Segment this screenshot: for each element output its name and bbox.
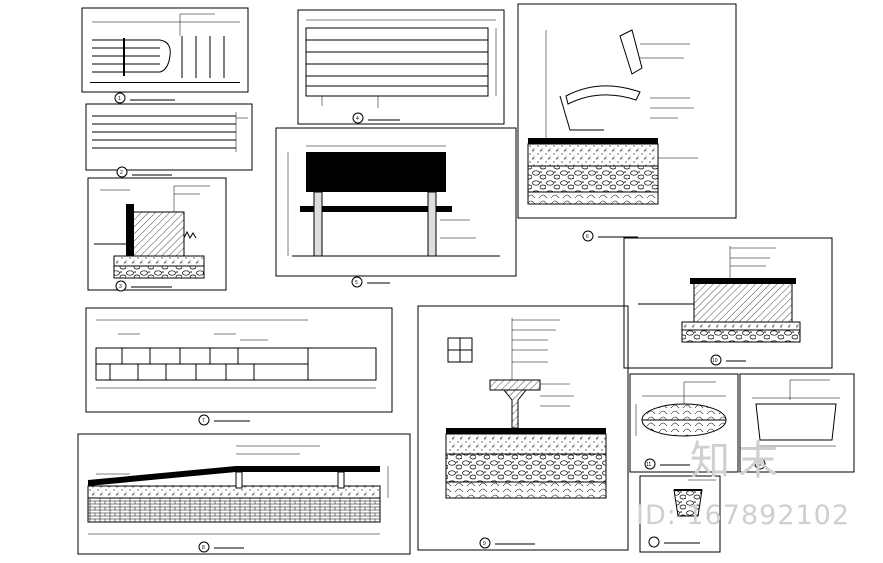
caption-number: 11 xyxy=(646,462,651,468)
panel-12-detail: 12 xyxy=(739,373,855,473)
caption-number: 3 xyxy=(119,284,122,290)
watermark-brand: 知末 xyxy=(690,438,786,484)
panel-6-section: 6 xyxy=(517,3,737,242)
caption-number: 5 xyxy=(355,280,358,286)
panel-4-plan: 4 xyxy=(297,9,505,125)
caption-number: 8 xyxy=(202,545,205,551)
caption-number: 2 xyxy=(120,170,123,176)
caption-number: 7 xyxy=(202,418,205,424)
panel-11-detail: 11 xyxy=(629,373,739,473)
panel-9-section: 9 xyxy=(417,305,629,551)
panel-5-elevation: 5 xyxy=(275,127,517,288)
caption-number: 4 xyxy=(356,116,359,122)
panel-1-plan: 1 xyxy=(81,7,249,104)
caption-number: 1 xyxy=(118,96,121,102)
caption-number: 9 xyxy=(483,541,486,547)
panel-8-section: 8 xyxy=(77,433,411,555)
panel-10-section: 10 xyxy=(623,237,833,369)
panel-7-elevation: 7 xyxy=(85,307,393,426)
panel-2-plan: 2 xyxy=(85,103,253,178)
caption-number: 10 xyxy=(712,358,718,364)
panel-13-detail xyxy=(639,475,721,553)
caption-number: 12 xyxy=(756,462,762,468)
caption-number: 6 xyxy=(586,234,589,240)
watermark-id: ID: 167892102 xyxy=(636,500,851,531)
panel-3-section: 3 xyxy=(87,177,227,292)
